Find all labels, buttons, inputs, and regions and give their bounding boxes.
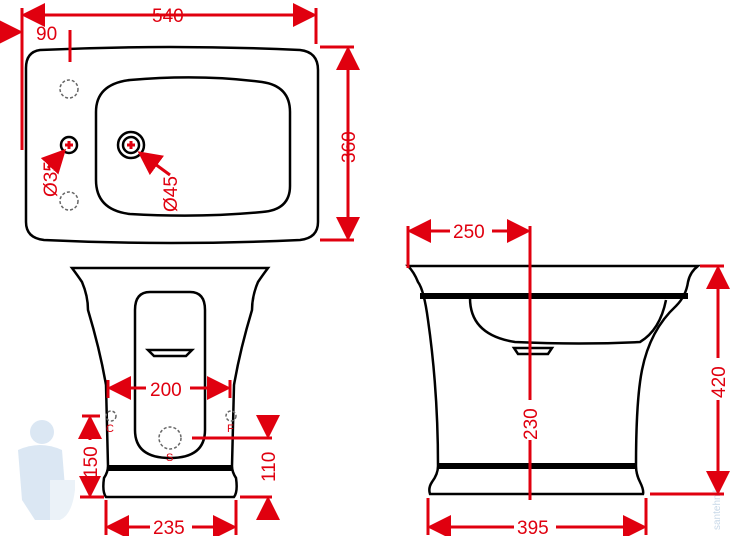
drain-hole xyxy=(116,130,146,160)
dim-width: 540 xyxy=(152,6,184,27)
plus-icon xyxy=(65,141,73,149)
watermark-plumber-figure xyxy=(18,420,75,520)
dim-hole-small: Ø35 xyxy=(41,161,62,197)
dim-offset: 90 xyxy=(36,24,57,45)
dim-hole-large: Ø45 xyxy=(161,176,182,212)
label-cold: C xyxy=(106,423,114,435)
watermark-text: santehnika xyxy=(712,481,723,530)
svg-text:santehnika: santehnika xyxy=(712,481,723,530)
tap-hole xyxy=(59,135,79,155)
side-view xyxy=(404,264,702,496)
side-view-dimensions: 250 230 420 395 xyxy=(406,219,730,536)
tap-hole-placeholder xyxy=(59,191,79,211)
front-view-dimensions: 200 C F S 150 110 235 xyxy=(78,376,280,536)
top-view-dimensions: 540 90 360 Ø35 Ø45 xyxy=(0,3,360,242)
front-view xyxy=(69,266,271,499)
label-drain: S xyxy=(166,452,173,464)
dim-height-s: 110 xyxy=(259,452,280,482)
dim-side-offset: 250 xyxy=(453,222,485,243)
dim-total-height: 420 xyxy=(709,366,730,398)
dim-base-depth: 395 xyxy=(517,518,549,536)
dim-inner-width: 200 xyxy=(150,380,182,401)
plus-icon xyxy=(127,141,135,149)
dim-depth: 360 xyxy=(339,131,360,163)
label-hot: F xyxy=(227,423,234,435)
tap-hole-placeholder xyxy=(59,79,79,99)
dim-inner-height: 230 xyxy=(521,408,542,440)
dim-height-c: 150 xyxy=(81,446,102,478)
top-view xyxy=(24,45,320,245)
dim-base-width: 235 xyxy=(153,518,185,536)
